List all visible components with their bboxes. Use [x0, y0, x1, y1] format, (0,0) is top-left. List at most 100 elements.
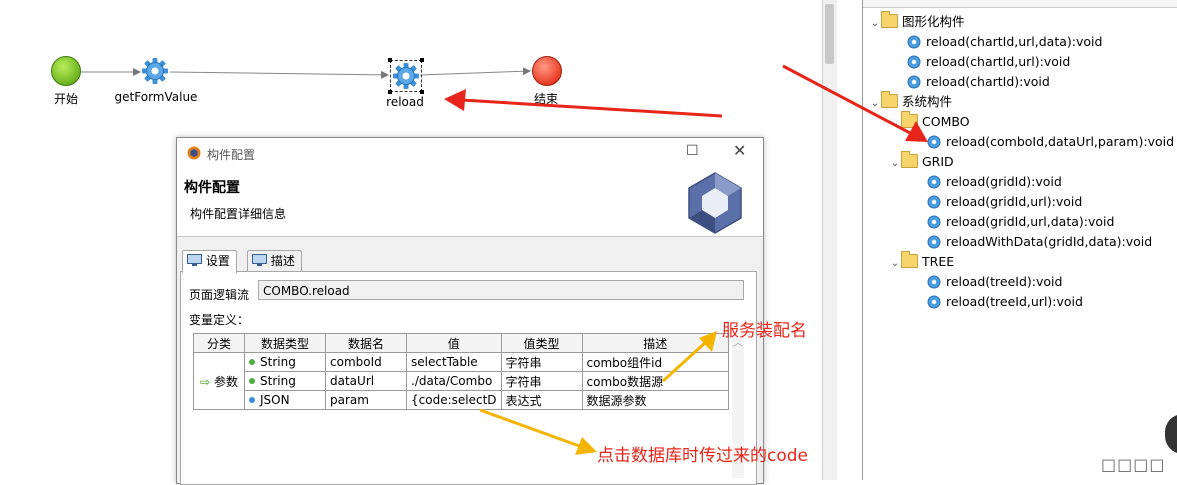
gear-icon	[142, 58, 168, 84]
tree-folder-tree[interactable]: ⌄ TREE	[889, 251, 955, 272]
dialog-titlebar[interactable]: 构件配置 ☐ ✕	[177, 138, 763, 168]
tree-item-label: reload(treeId,url):void	[946, 294, 1083, 309]
page-flow-field[interactable]: COMBO.reload	[258, 280, 744, 300]
tree-folder-grid[interactable]: ⌄ GRID	[889, 151, 954, 172]
method-gear-icon	[927, 275, 941, 289]
gear-icon	[393, 63, 419, 89]
tree-item[interactable]: reload(comboId,dataUrl,param):void	[927, 132, 1174, 152]
tab-settings[interactable]: 设置	[182, 250, 237, 273]
chevron-down-icon[interactable]: ⌄	[870, 18, 880, 29]
end-node-label: 结束	[533, 92, 559, 106]
tree-folder-combo[interactable]: ⌄ COMBO	[889, 111, 970, 132]
tree-item-label: GRID	[922, 154, 954, 169]
folder-icon	[881, 11, 898, 28]
desc-cell[interactable]: 数据源参数	[581, 390, 730, 410]
table-row[interactable]: String dataUrl ./data/Combo 字符串 combo数据源	[194, 371, 730, 391]
connector-getform-reload	[169, 70, 389, 79]
tree-item[interactable]: reload(gridId):void	[927, 172, 1062, 192]
value-cell[interactable]: selectTable	[406, 352, 502, 372]
method-gear-icon	[927, 235, 941, 249]
chevron-down-icon[interactable]: ⌄	[890, 158, 900, 169]
variables-label: 变量定义：	[189, 313, 250, 327]
canvas-vertical-scrollbar[interactable]	[822, 0, 837, 480]
type-cell[interactable]: String	[244, 352, 326, 372]
getform-node-label: getFormValue	[114, 90, 198, 104]
getform-node[interactable]	[142, 58, 168, 87]
dialog-window-title: 构件配置	[207, 148, 256, 162]
tree-item[interactable]: reload(treeId):void	[927, 272, 1062, 292]
value-cell[interactable]: ./data/Combo	[406, 371, 502, 391]
tree-panel-top-edge	[863, 0, 1177, 8]
end-node[interactable]	[532, 56, 562, 86]
tree-item[interactable]: reload(chartId,url,data):void	[907, 32, 1102, 52]
tree-item-label: 图形化构件	[902, 14, 965, 29]
chevron-down-icon[interactable]: ⌄	[890, 118, 900, 129]
type-label: JSON	[260, 393, 290, 407]
tree-item[interactable]: reloadWithData(gridId,data):void	[927, 232, 1152, 252]
folder-icon	[881, 91, 898, 108]
value-type-cell[interactable]: 字符串	[500, 371, 583, 391]
type-cell[interactable]: String	[244, 371, 326, 391]
scroll-up-icon[interactable]: ︿	[733, 338, 743, 349]
tree-item-label: reloadWithData(gridId,data):void	[946, 234, 1153, 249]
floating-side-button[interactable]	[1165, 414, 1177, 454]
value-type-cell[interactable]: 表达式	[500, 390, 583, 410]
tree-item-label: reload(comboId,dataUrl,param):void	[946, 134, 1175, 149]
tree-item-label: reload(gridId,url,data):void	[946, 214, 1115, 229]
value-type-cell[interactable]: 字符串	[500, 352, 583, 372]
tree-item-label: reload(gridId,url):void	[946, 194, 1083, 209]
table-row[interactable]: ⇨ 参数 String comboId selectTable 字符串 comb…	[193, 352, 730, 410]
category-cell[interactable]: ⇨ 参数	[193, 352, 245, 410]
chevron-down-icon[interactable]: ⌄	[870, 98, 880, 109]
column-header[interactable]: 描述	[581, 333, 730, 353]
column-header[interactable]: 数据类型	[244, 333, 326, 353]
value-cell[interactable]: {code:selectD	[406, 390, 502, 410]
method-gear-icon	[907, 75, 921, 89]
page-flow-label: 页面逻辑流	[189, 288, 250, 302]
method-gear-icon	[927, 195, 941, 209]
component-tree-panel: ⌄ 图形化构件 reload(chartId,url,data):void rel…	[862, 0, 1177, 480]
tree-item-label: reload(chartId,url,data):void	[926, 34, 1103, 49]
maximize-icon[interactable]: ☐	[686, 143, 699, 159]
tree-item-label: COMBO	[922, 114, 970, 129]
desc-cell[interactable]: combo组件id	[581, 352, 730, 372]
tree-folder-graphic[interactable]: ⌄ 图形化构件	[869, 11, 965, 32]
dialog-heading: 构件配置	[184, 180, 240, 196]
name-cell[interactable]: comboId	[325, 352, 407, 372]
category-label: 参数	[213, 374, 238, 389]
column-header[interactable]: 值类型	[500, 333, 583, 353]
app-icon	[187, 146, 201, 160]
table-vertical-scrollbar[interactable]: ︿	[732, 338, 744, 478]
type-cell[interactable]: JSON	[244, 390, 326, 410]
tree-item[interactable]: reload(gridId,url,data):void	[927, 212, 1114, 232]
column-header[interactable]: 值	[406, 333, 502, 353]
reload-node-label: reload	[386, 95, 424, 109]
type-label: String	[260, 355, 296, 369]
tree-item[interactable]: reload(gridId,url):void	[927, 192, 1082, 212]
monitor-icon	[252, 254, 267, 266]
tree-item[interactable]: reload(treeId,url):void	[927, 292, 1083, 312]
desc-cell[interactable]: combo数据源	[581, 371, 730, 391]
column-header[interactable]: 数据名	[325, 333, 407, 353]
chevron-down-icon[interactable]: ⌄	[890, 258, 900, 269]
tree-item-label: 系统构件	[902, 94, 953, 109]
folder-icon	[901, 251, 918, 268]
scrollbar-thumb[interactable]	[825, 4, 834, 64]
tree-item-label: TREE	[922, 254, 955, 269]
tree-item[interactable]: reload(chartId,url):void	[907, 52, 1070, 72]
tab-description[interactable]: 描述	[247, 250, 302, 272]
method-gear-icon	[927, 215, 941, 229]
component-config-logo-icon	[688, 172, 742, 234]
close-icon[interactable]: ✕	[733, 141, 747, 160]
name-cell[interactable]: dataUrl	[325, 371, 407, 391]
name-cell[interactable]: param	[325, 390, 407, 410]
reload-node[interactable]	[388, 58, 424, 94]
column-header[interactable]: 分类	[193, 333, 245, 353]
tree-folder-system[interactable]: ⌄ 系统构件	[869, 91, 953, 112]
tree-item[interactable]: reload(chartId):void	[907, 72, 1050, 92]
table-row[interactable]: JSON param {code:selectD 表达式 数据源参数	[194, 390, 730, 410]
type-dot-icon	[249, 359, 255, 365]
dialog-header: 构件配置 构件配置详细信息	[177, 168, 763, 237]
tab-label: 描述	[270, 254, 295, 268]
start-node[interactable]	[51, 56, 81, 86]
